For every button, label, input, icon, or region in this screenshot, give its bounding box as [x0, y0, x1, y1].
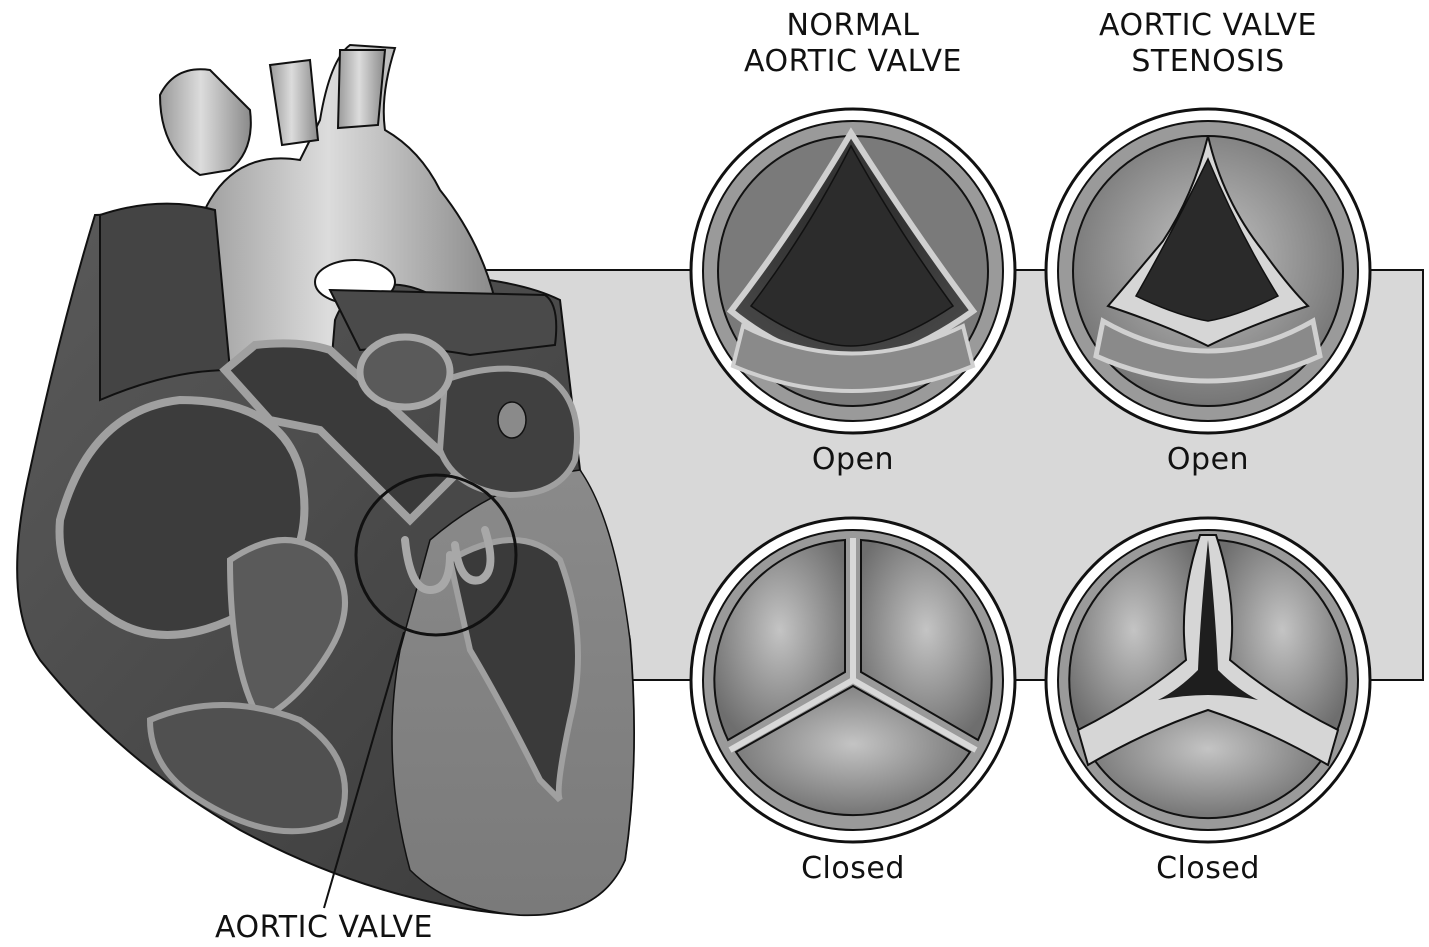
aortic-branch-1 [160, 69, 251, 175]
stenosis-title-line2: STENOSIS [1038, 44, 1378, 80]
stenosis-title-line1: AORTIC VALVE [1038, 8, 1378, 44]
stenosis-closed-label: Closed [1098, 851, 1318, 887]
aortic-branch-2 [270, 60, 318, 145]
normal-open-label: Open [743, 442, 963, 478]
normal-column-title: NORMAL AORTIC VALVE [683, 8, 1023, 80]
normal-title-line1: NORMAL [683, 8, 1023, 44]
heart-illustration [17, 45, 634, 915]
pulmonary-trunk [330, 290, 556, 355]
normal-closed-valve [691, 518, 1015, 842]
stenosis-open-valve [1046, 109, 1370, 433]
normal-open-valve [691, 109, 1015, 433]
normal-title-line2: AORTIC VALVE [683, 44, 1023, 80]
superior-vena-cava [100, 204, 230, 400]
stenosis-closed-valve [1046, 518, 1370, 842]
aortic-valve-callout-label: AORTIC VALVE [164, 910, 484, 946]
aortic-branch-3 [338, 50, 385, 128]
pulmonary-valve-ring [360, 337, 450, 407]
stenosis-open-label: Open [1098, 442, 1318, 478]
pulmonary-vein-opening [498, 402, 526, 438]
normal-closed-label: Closed [743, 851, 963, 887]
stenosis-column-title: AORTIC VALVE STENOSIS [1038, 8, 1378, 80]
